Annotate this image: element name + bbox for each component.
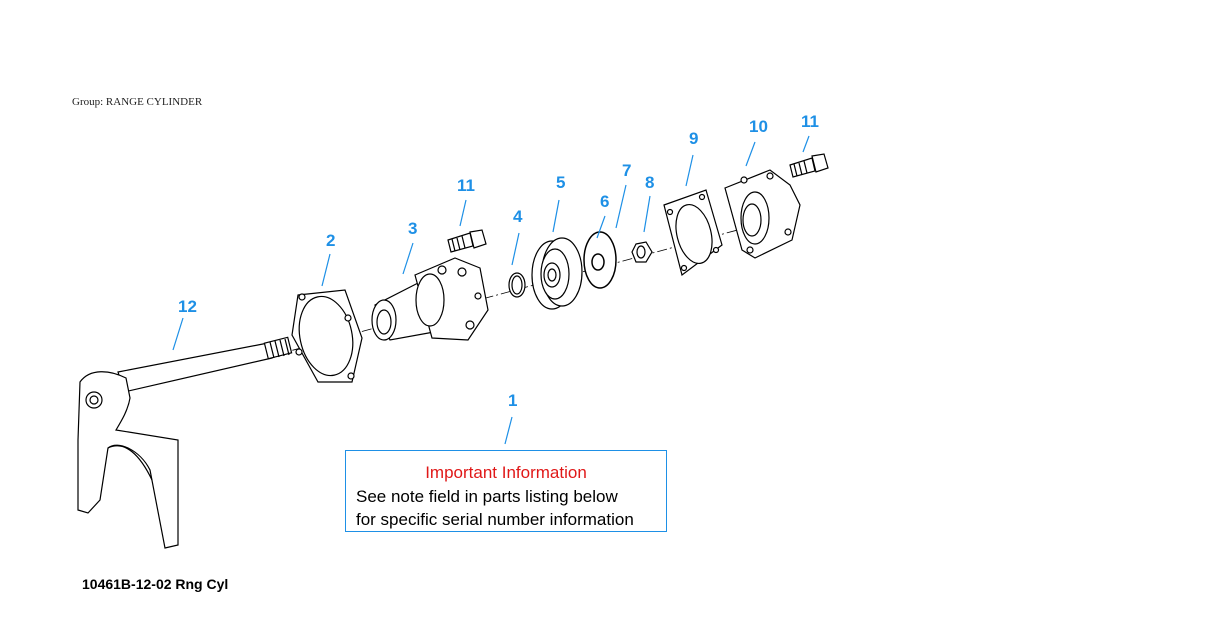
callout-10: 10	[749, 117, 768, 136]
info-box-line-2: for specific serial number information	[356, 510, 634, 529]
part-6-seal-ring[interactable]	[583, 231, 617, 289]
important-information-box: Important Information See note field in …	[345, 450, 667, 532]
leader-6	[596, 215, 606, 239]
part-5-piston[interactable]	[531, 237, 583, 310]
callout-3: 3	[408, 219, 417, 238]
callout-2: 2	[326, 231, 335, 250]
part-4-o-ring[interactable]	[508, 272, 526, 298]
leader-9	[685, 154, 694, 187]
callout-6: 6	[600, 192, 609, 211]
leader-12	[172, 317, 184, 351]
info-box-title: Important Information	[425, 463, 587, 482]
callout-12: 12	[178, 297, 197, 316]
part-9-gasket[interactable]	[663, 189, 723, 277]
figure-id: 10461B-12-02 Rng Cyl	[82, 576, 229, 592]
leader-3	[402, 242, 414, 275]
part-2-gasket[interactable]	[291, 289, 363, 383]
leader-2	[321, 253, 331, 287]
callout-1: 1	[508, 391, 517, 410]
info-box-line-1: See note field in parts listing below	[356, 487, 618, 506]
callout-4: 4	[513, 207, 523, 226]
part-11-bolt-right[interactable]	[789, 153, 829, 178]
leader-4	[511, 232, 520, 266]
leader-1	[504, 416, 513, 445]
leader-5	[552, 199, 560, 233]
leader-11b	[802, 135, 810, 153]
group-label: Group: RANGE CYLINDER	[72, 96, 203, 108]
callout-9: 9	[689, 129, 698, 148]
leader-8	[643, 195, 651, 233]
callout-11-right: 11	[801, 112, 819, 131]
callout-7: 7	[622, 161, 631, 180]
part-8-nut[interactable]	[631, 241, 653, 263]
part-10-cover[interactable]	[724, 169, 801, 259]
leader-11a	[459, 199, 467, 227]
part-3-cylinder-body[interactable]	[371, 257, 489, 341]
part-11-bolt-left[interactable]	[447, 229, 487, 253]
callout-5: 5	[556, 173, 565, 192]
callout-8: 8	[645, 173, 654, 192]
leader-7	[615, 184, 627, 229]
callout-11-left: 11	[457, 176, 475, 195]
part-12-shift-shaft-fork[interactable]	[77, 336, 293, 549]
leader-10	[745, 141, 756, 167]
